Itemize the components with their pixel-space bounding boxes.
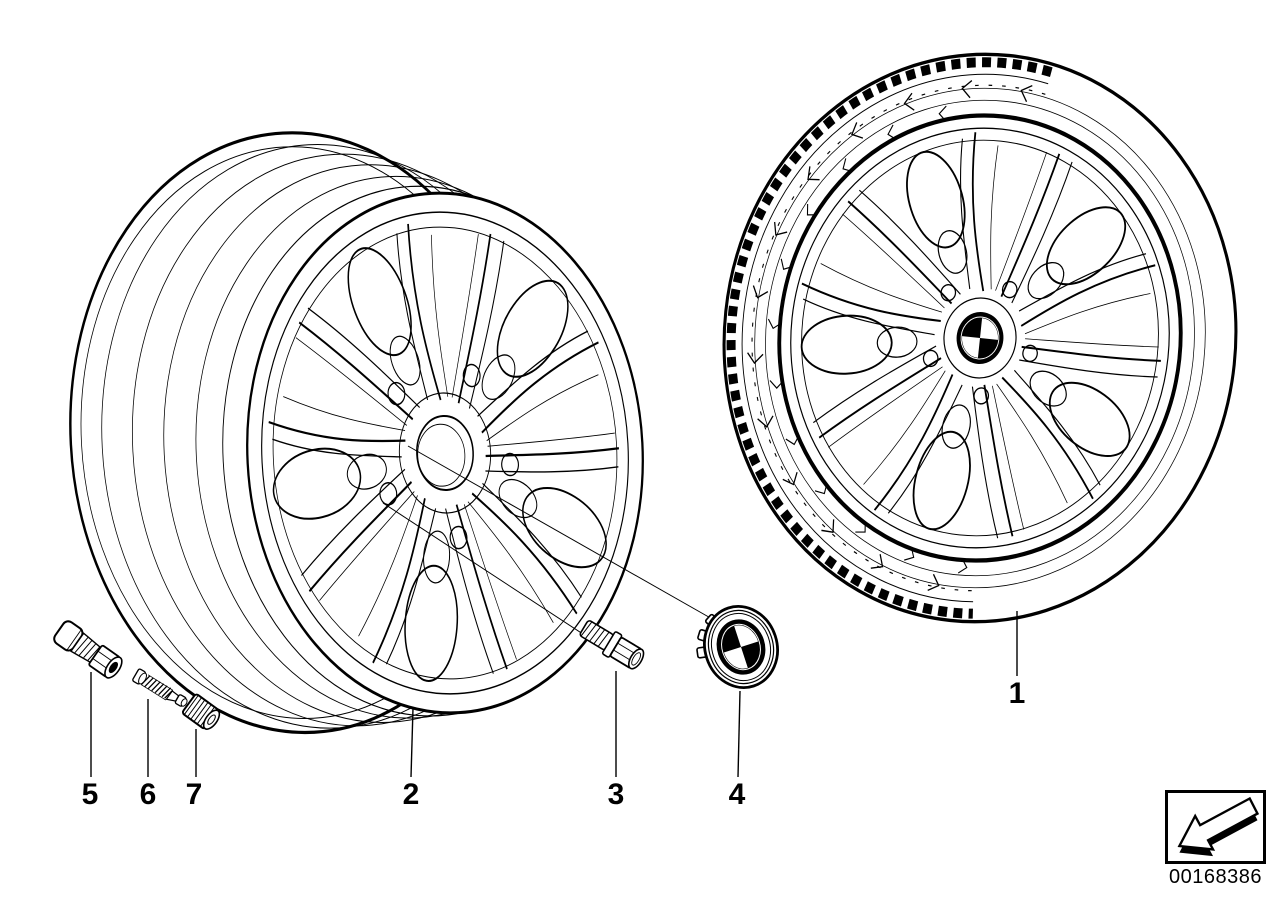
document-number: 00168386 <box>1169 866 1262 888</box>
leader-line-2 <box>410 707 414 778</box>
leader-line-4 <box>737 690 741 778</box>
valve-cap-illustration <box>182 693 221 730</box>
construction-line-to-bolt <box>382 502 590 639</box>
wheel-bolt-illustration <box>579 620 645 670</box>
callout-1[interactable]: 1 <box>1008 677 1026 710</box>
callout-4[interactable]: 4 <box>728 778 746 811</box>
arrow-down-left-icon <box>1177 796 1260 857</box>
callout-5[interactable]: 5 <box>81 778 99 811</box>
bmw-roundel-center-cap <box>943 297 1017 379</box>
leader-lines <box>90 611 1018 778</box>
alloy-rim-illustration <box>69 131 644 735</box>
valve-insert-illustration <box>132 668 188 707</box>
construction-line-to-hub-cap <box>407 445 715 621</box>
callout-2[interactable]: 2 <box>402 778 420 811</box>
valve-illustration <box>53 620 123 679</box>
hub-cap-illustration <box>696 605 779 689</box>
callout-7[interactable]: 7 <box>185 778 203 811</box>
callout-6[interactable]: 6 <box>139 778 157 811</box>
navigation-arrow-box[interactable] <box>1165 790 1266 864</box>
callout-3[interactable]: 3 <box>607 778 625 811</box>
wheel-with-tire-illustration <box>722 52 1238 624</box>
